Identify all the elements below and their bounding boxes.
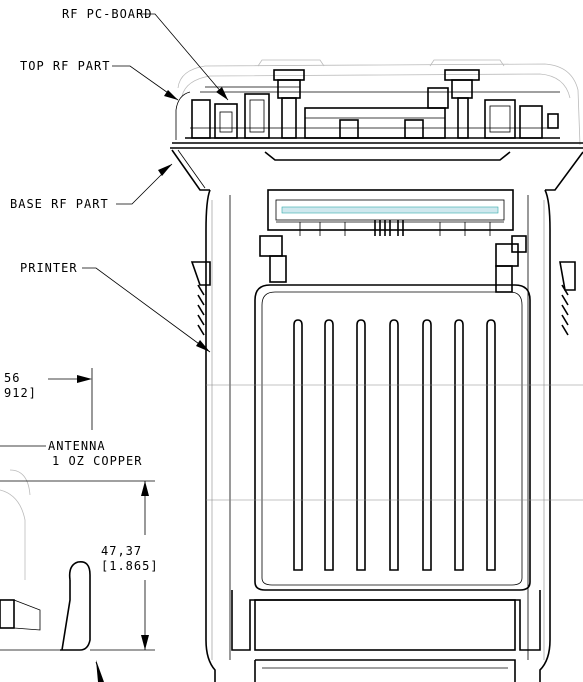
rf-pc-board-assembly <box>170 69 583 149</box>
height-dimension-mm: 47,37 <box>101 544 142 558</box>
media-ribs <box>293 319 496 571</box>
top-rf-housing <box>175 59 581 146</box>
right-grip-ridges <box>561 284 569 336</box>
label-base-rf-part: BASE RF PART <box>10 197 109 211</box>
printer-body <box>190 189 583 682</box>
label-top-rf-part: TOP RF PART <box>20 59 110 73</box>
left-dimension-value: 56 <box>4 371 20 385</box>
label-rf-pc-board: RF PC-BOARD <box>62 7 152 21</box>
callout-base-rf-part: BASE RF PART <box>10 163 173 211</box>
base-rf-part <box>171 149 583 191</box>
left-dimension-inch: 912] <box>4 386 37 400</box>
antenna-side-view <box>0 469 91 651</box>
callout-antenna: ANTENNA 1 OZ COPPER <box>0 439 142 682</box>
printhead-fins <box>299 220 491 236</box>
left-grip-ridges <box>197 284 205 336</box>
callout-top-rf-part: TOP RF PART <box>20 59 179 101</box>
height-dimension-in: [1.865] <box>101 559 159 573</box>
callout-printer: PRINTER <box>20 261 211 353</box>
height-dimension: 47,37 [1.865] <box>0 480 159 651</box>
label-antenna-material: 1 OZ COPPER <box>52 454 142 468</box>
label-antenna: ANTENNA <box>48 439 106 453</box>
callout-rf-pc-board: RF PC-BOARD <box>62 7 229 101</box>
left-dimension: 56 912] <box>4 368 93 430</box>
label-printer: PRINTER <box>20 261 78 275</box>
